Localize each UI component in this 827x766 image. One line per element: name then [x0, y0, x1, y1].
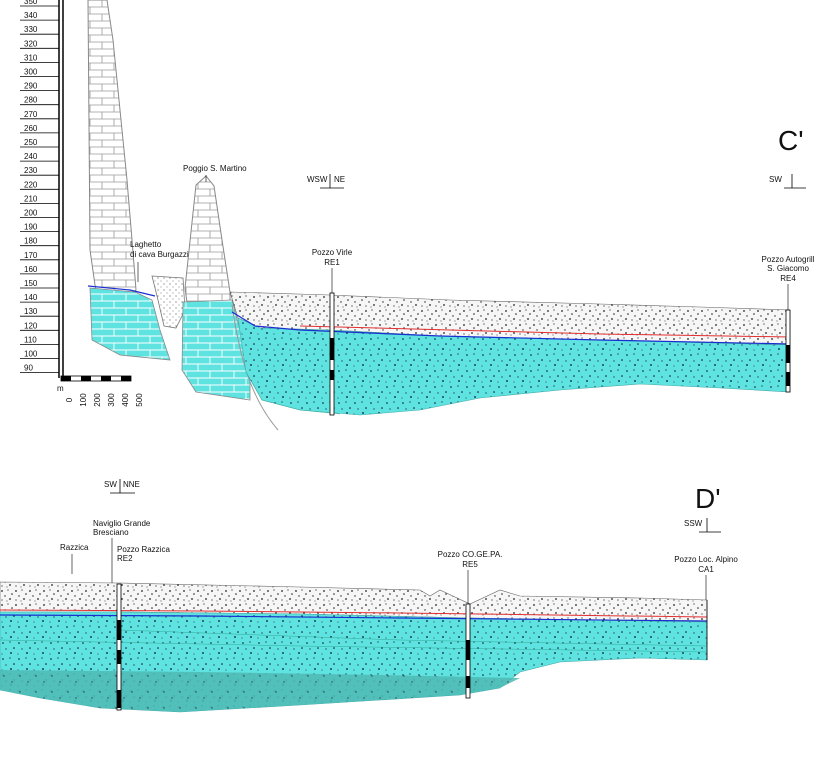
section-d-title: D' [695, 483, 721, 514]
elevation-tick-label: 110 [24, 335, 37, 344]
label-laghetto-2: di cava Burgazzi [130, 250, 189, 259]
distance-tick-label: 500 [135, 393, 144, 407]
label-re1-code: RE1 [324, 258, 340, 267]
distance-tick-label: 0 [65, 397, 74, 402]
label-re5-name: Pozzo CO.GE.PA. [438, 550, 503, 559]
label-re2-name: Pozzo Razzica [117, 545, 170, 554]
elevation-tick-label: 350 [24, 0, 38, 6]
elevation-tick-label: 200 [24, 209, 38, 218]
orient-c-left-a: WSW [307, 175, 328, 184]
section-d: Razzica Naviglio Grande Bresciano Pozzo … [0, 479, 738, 713]
rock-massif-left [87, 0, 137, 301]
elevation-scale: 350 340 330 320 310 300 290 280 270 260 250 240 230 2… [20, 0, 64, 378]
red-line-c [299, 325, 791, 338]
elevation-tick-label: 270 [24, 110, 38, 119]
label-naviglio-1: Naviglio Grande [93, 519, 151, 528]
orient-c-left-b: NE [334, 175, 345, 184]
distance-tick-label: 400 [121, 393, 130, 407]
poggio-aquifer [181, 299, 251, 401]
label-re5-code: RE5 [462, 560, 478, 569]
bedrock-curve [231, 304, 279, 431]
elevation-tick-label: 280 [24, 96, 38, 105]
elevation-tick-label: 130 [24, 307, 38, 316]
label-naviglio-2: Bresciano [93, 528, 129, 537]
distance-tick-label: 300 [107, 393, 116, 407]
elevation-tick-label: 160 [24, 265, 38, 274]
well-re1 [329, 292, 335, 416]
elevation-tick-label: 310 [24, 53, 38, 62]
elevation-tick-label: 240 [24, 152, 38, 161]
elevation-tick-label: 300 [24, 68, 38, 77]
lake-burgazzi [151, 275, 186, 329]
section-c: 350 340 330 320 310 300 290 280 270 260 250 240 230 2… [20, 0, 815, 431]
orient-d-right: SSW [684, 519, 703, 528]
elevation-tick-label: 320 [24, 39, 38, 48]
orient-d-left-b: NNE [123, 480, 140, 489]
elevation-tick-label: 220 [24, 180, 38, 189]
label-poggio: Poggio S. Martino [183, 164, 247, 173]
elevation-tick-label: 150 [24, 279, 38, 288]
label-ca1-code: CA1 [698, 565, 714, 574]
elevation-tick-label: 260 [24, 124, 38, 133]
label-re4-name-2: S. Giacomo [767, 264, 809, 273]
aquifer-d-lower [0, 670, 520, 712]
elevation-tick-label: 190 [24, 223, 38, 232]
orient-d-left-a: SW [104, 480, 117, 489]
water-table-c [87, 285, 791, 345]
elevation-tick-label: 100 [24, 350, 38, 359]
label-razzica: Razzica [60, 543, 89, 552]
elevation-tick-label: 340 [24, 11, 38, 20]
label-re1-name: Pozzo Virle [312, 248, 353, 257]
elevation-tick-label: 120 [24, 321, 38, 330]
distance-scale: m0 100 200 300 400 500 [57, 375, 144, 407]
elevation-tick-label: 140 [24, 293, 38, 302]
elevation-tick-label: 230 [24, 166, 38, 175]
elevation-tick-label: 330 [24, 25, 38, 34]
label-re4-name-1: Pozzo Autogrill [762, 255, 815, 264]
well-re5 [465, 603, 471, 699]
orient-c-right: SW [769, 175, 782, 184]
label-laghetto-1: Laghetto [130, 240, 162, 249]
label-re2-code: RE2 [117, 554, 133, 563]
label-ca1-name: Pozzo Loc. Alpino [674, 555, 738, 564]
elevation-tick-label: 290 [24, 82, 38, 91]
distance-tick-label: 200 [93, 393, 102, 407]
well-re2 [116, 583, 122, 711]
rock-aquifer-left [89, 287, 171, 361]
elevation-tick-label: 170 [24, 251, 38, 260]
distance-tick-label: 100 [79, 393, 88, 407]
elevation-tick-label: 90 [24, 364, 33, 373]
elevation-tick-label: 210 [24, 194, 38, 203]
elevation-tick-label: 180 [24, 237, 38, 246]
poggio-hill [184, 175, 231, 311]
elevation-tick-label: 250 [24, 138, 38, 147]
water-table-d [0, 614, 708, 622]
label-re4-code: RE4 [780, 274, 796, 283]
red-line-d [0, 609, 708, 618]
section-c-title: C' [778, 125, 804, 156]
well-re4 [785, 309, 791, 393]
distance-unit: m [57, 384, 64, 393]
